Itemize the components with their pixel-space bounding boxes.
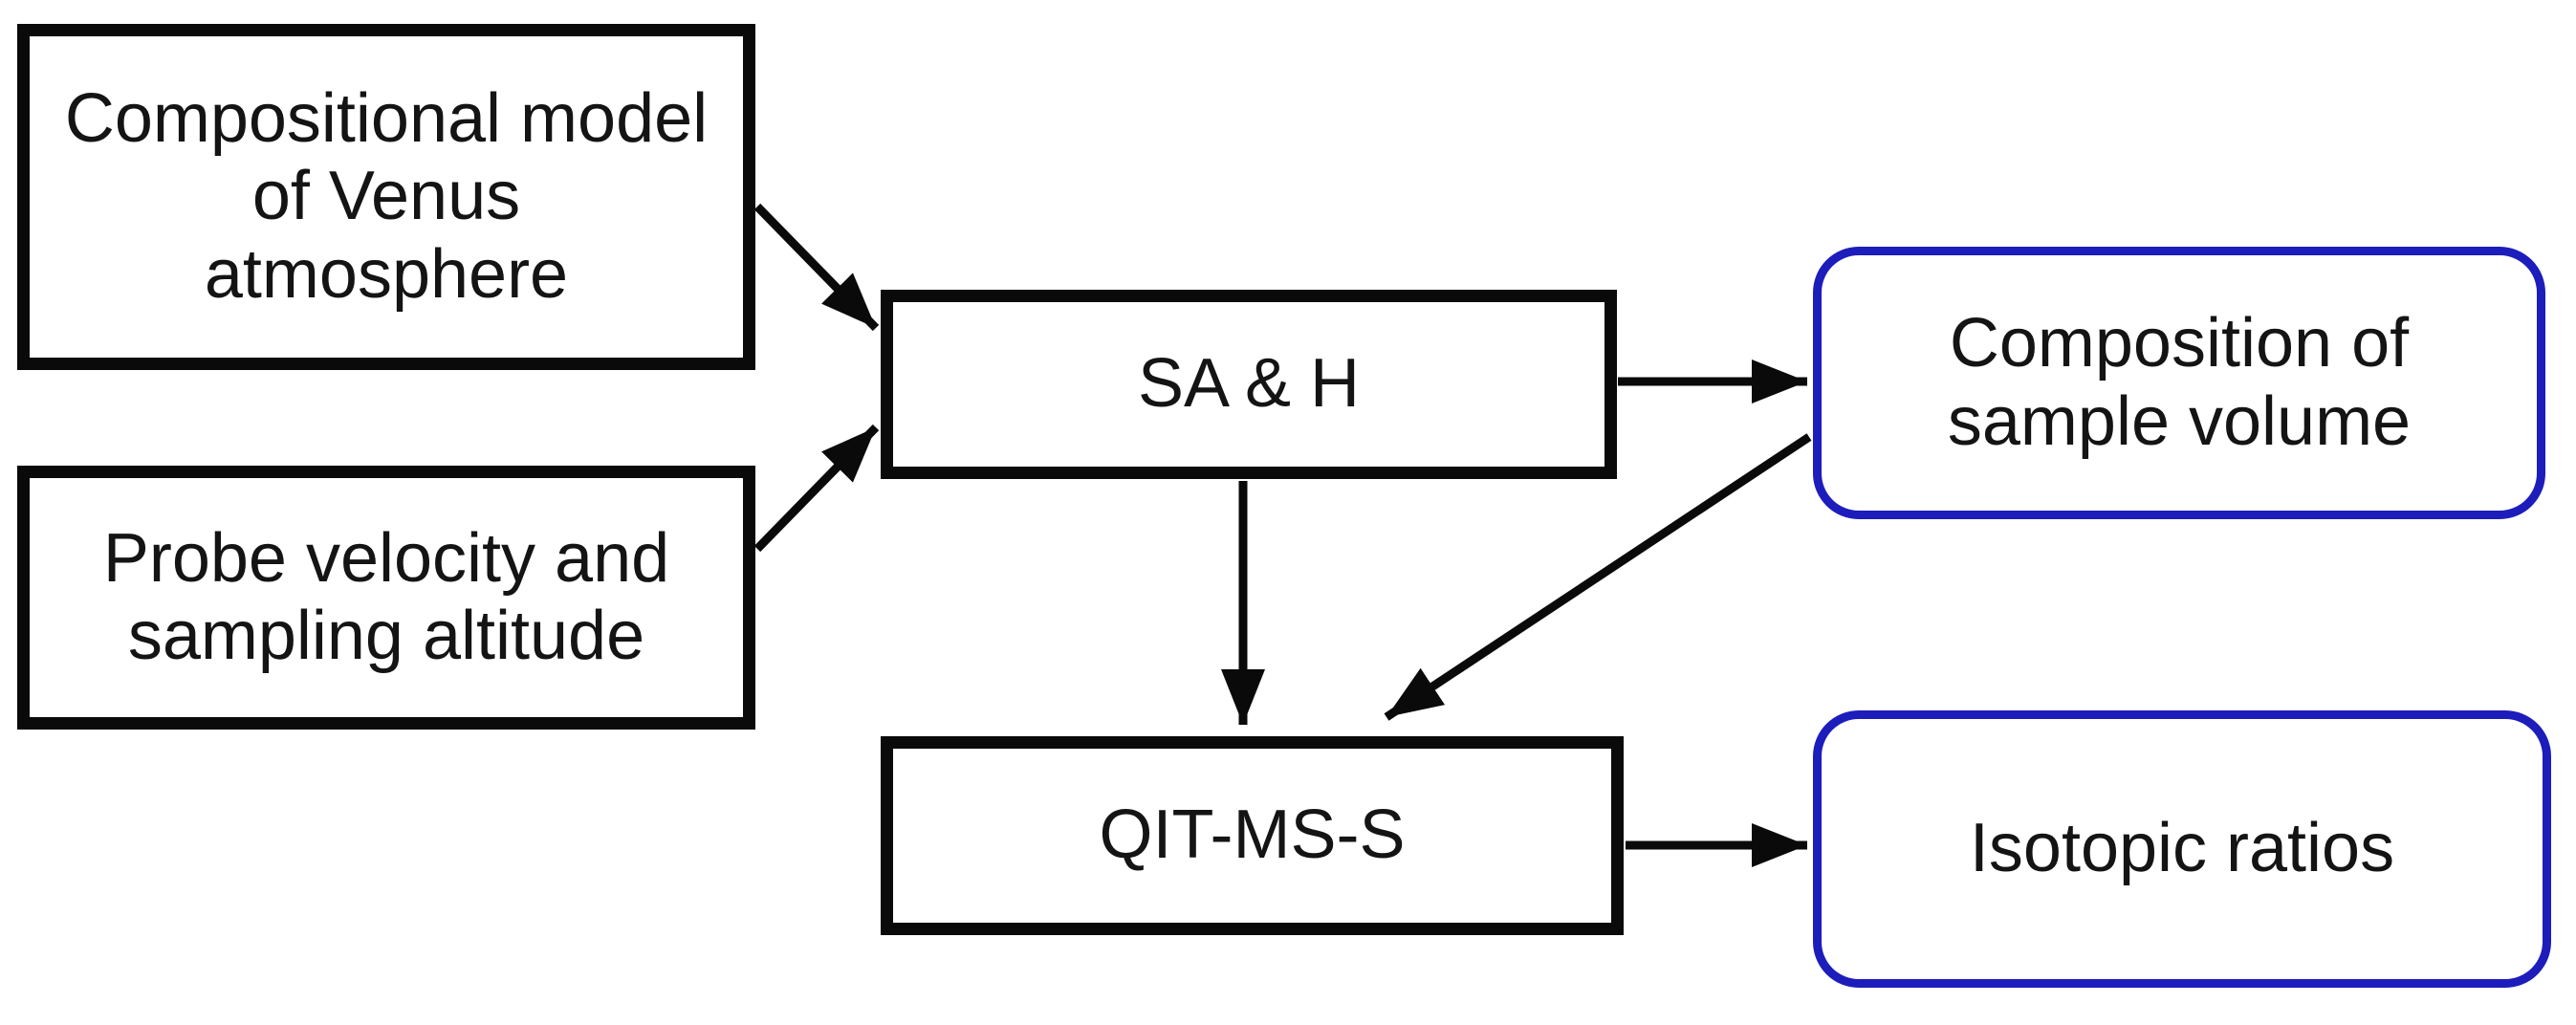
node-compositional-model-label: Compositional model of Venus atmosphere (64, 79, 709, 313)
node-sa-h: SA & H (881, 290, 1617, 479)
node-probe-velocity-label: Probe velocity and sampling altitude (102, 519, 670, 674)
arrow-compositional-model-to-sa-h (753, 203, 880, 332)
node-composition-volume: Composition of sample volume (1813, 247, 2545, 519)
arrow-probe-velocity-to-sa-h (753, 424, 880, 553)
node-sa-h-label: SA & H (1137, 345, 1361, 423)
node-compositional-model: Compositional model of Venus atmosphere (17, 24, 755, 370)
node-composition-volume-label: Composition of sample volume (1947, 305, 2412, 460)
node-qit-ms-s: QIT-MS-S (881, 736, 1624, 935)
node-qit-ms-s-label: QIT-MS-S (1099, 796, 1406, 874)
node-probe-velocity: Probe velocity and sampling altitude (17, 466, 755, 730)
node-isotopic-ratios: Isotopic ratios (1813, 710, 2551, 988)
node-isotopic-ratios-label: Isotopic ratios (1969, 810, 2395, 887)
